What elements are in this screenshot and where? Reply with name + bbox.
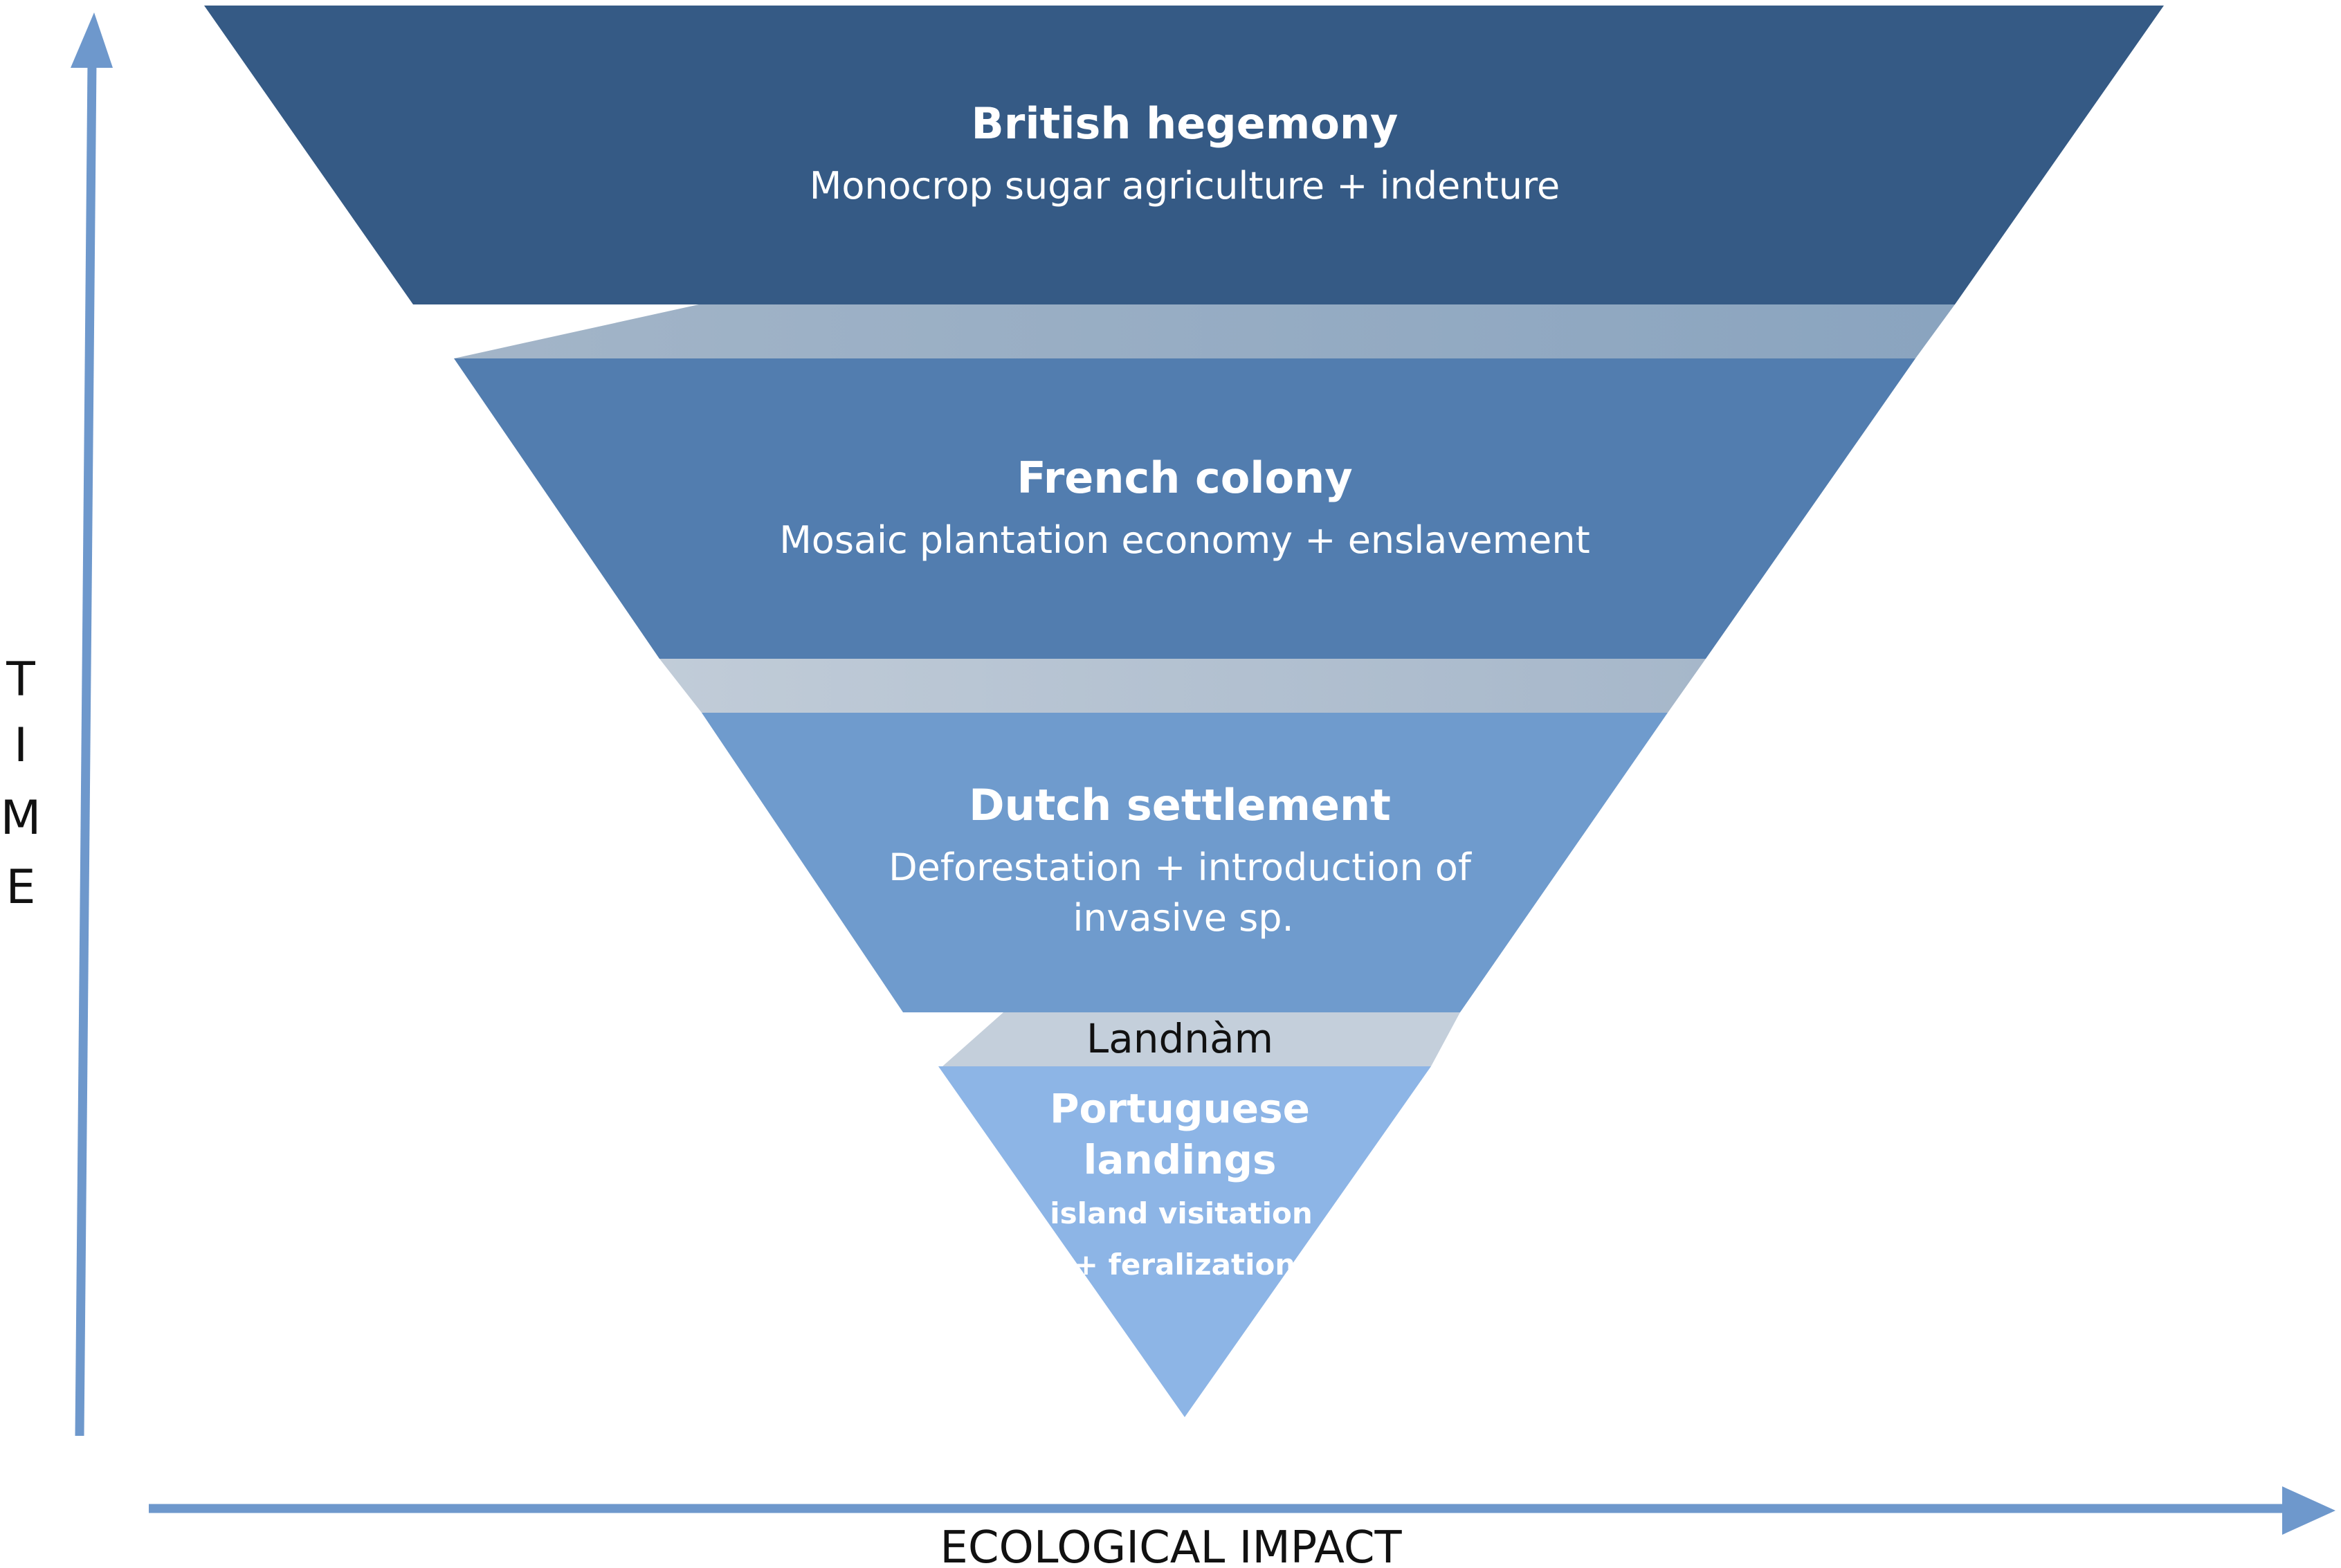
french-subtitle: Mosaic plantation economy + enslavement: [779, 518, 1590, 562]
time-label-letter-t: T: [6, 653, 35, 707]
time-axis-label: T I M E: [1, 653, 42, 915]
landnam-label: Landnàm: [1086, 1015, 1273, 1062]
portuguese-title-line1: Portuguese: [1050, 1085, 1310, 1132]
dutch-title: Dutch settlement: [969, 780, 1391, 830]
french-title: French colony: [1017, 453, 1352, 503]
impact-axis-arrowhead: [2282, 1486, 2335, 1535]
time-label-letter-i: I: [14, 718, 28, 773]
connector-dutch-portuguese: [942, 1012, 1460, 1066]
portuguese-title-line2: landings: [1083, 1136, 1276, 1183]
british-subtitle: Monocrop sugar agriculture + indenture: [810, 164, 1560, 208]
impact-axis-label: ECOLOGICAL IMPACT: [940, 1522, 1402, 1568]
time-label-letter-m: M: [1, 791, 42, 846]
portuguese-subtitle-line1: island visitation: [1050, 1196, 1313, 1230]
band-portuguese-landings: [938, 1066, 1431, 1417]
connector-british-french: [454, 304, 1955, 358]
connector-french-dutch: [659, 659, 1706, 713]
dutch-subtitle-line2: invasive sp.: [1073, 896, 1293, 940]
dutch-subtitle-line1: Deforestation + introduction of: [889, 846, 1473, 889]
time-axis-line: [75, 62, 97, 1437]
portuguese-subtitle-line2: + feralization: [1074, 1248, 1295, 1282]
time-axis: [71, 12, 113, 1437]
time-axis-arrowhead: [71, 12, 113, 68]
impact-axis: [149, 1486, 2335, 1535]
british-title: British hegemony: [972, 98, 1399, 149]
band-dutch-settlement: [702, 713, 1668, 1012]
band-british-hegemony: [204, 6, 2164, 304]
band-french-colony: [454, 358, 1915, 659]
time-label-letter-e: E: [6, 860, 36, 915]
